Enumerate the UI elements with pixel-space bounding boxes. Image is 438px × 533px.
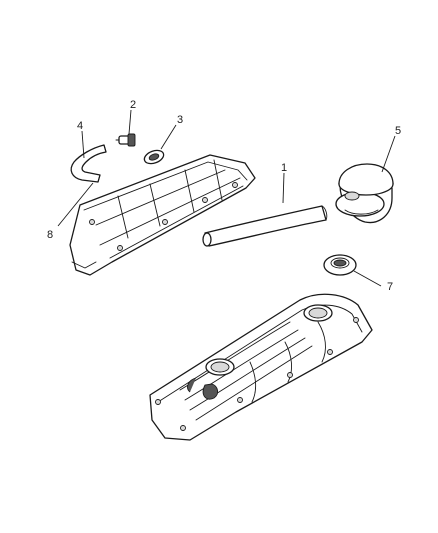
callout-3: 3 xyxy=(177,114,183,126)
oil-filler-cap xyxy=(335,163,394,224)
leader-3 xyxy=(160,124,177,150)
filler-grommet xyxy=(323,254,357,276)
valve-cover-right xyxy=(149,293,373,441)
leader-4 xyxy=(81,130,85,159)
leader-lines xyxy=(57,109,396,287)
leader-8 xyxy=(57,182,94,227)
callout-5: 5 xyxy=(395,125,401,137)
pcv-valve xyxy=(115,133,136,147)
leader-5 xyxy=(381,135,396,173)
callout-labels: 1 2 3 4 5 7 8 xyxy=(47,99,401,293)
callout-2: 2 xyxy=(130,99,136,111)
callout-1: 1 xyxy=(281,162,287,174)
valve-cover-left xyxy=(69,154,256,276)
grommet xyxy=(143,149,165,165)
callout-4: 4 xyxy=(77,120,83,132)
callout-7: 7 xyxy=(387,281,393,293)
callout-8: 8 xyxy=(47,229,53,241)
breather-hose xyxy=(202,205,328,247)
pcv-hose xyxy=(70,144,107,183)
leader-7 xyxy=(353,270,382,287)
leader-1 xyxy=(282,172,285,204)
leader-2 xyxy=(128,109,132,135)
